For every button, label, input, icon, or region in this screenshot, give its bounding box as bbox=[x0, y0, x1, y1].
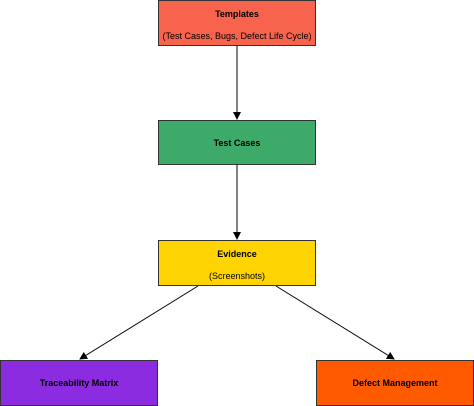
evidence-sublabel: (Screenshots) bbox=[208, 271, 266, 281]
arrow-evidence-to-defect bbox=[275, 285, 395, 360]
arrow-evidence-to-traceability bbox=[79, 285, 199, 360]
templates-node: Templates (Test Cases, Bugs, Defect Life… bbox=[158, 0, 316, 46]
evidence-label: Evidence bbox=[217, 249, 257, 259]
defect-management-label: Defect Management bbox=[352, 378, 438, 388]
defect-management-node: Defect Management bbox=[316, 360, 474, 406]
templates-label: Templates bbox=[215, 9, 259, 19]
traceability-matrix-node: Traceability Matrix bbox=[0, 360, 158, 406]
templates-sublabel: (Test Cases, Bugs, Defect Life Cycle) bbox=[162, 31, 312, 41]
evidence-node: Evidence (Screenshots) bbox=[158, 240, 316, 286]
test-cases-node: Test Cases bbox=[158, 120, 316, 165]
test-cases-label: Test Cases bbox=[213, 137, 261, 148]
traceability-matrix-label: Traceability Matrix bbox=[39, 378, 119, 388]
